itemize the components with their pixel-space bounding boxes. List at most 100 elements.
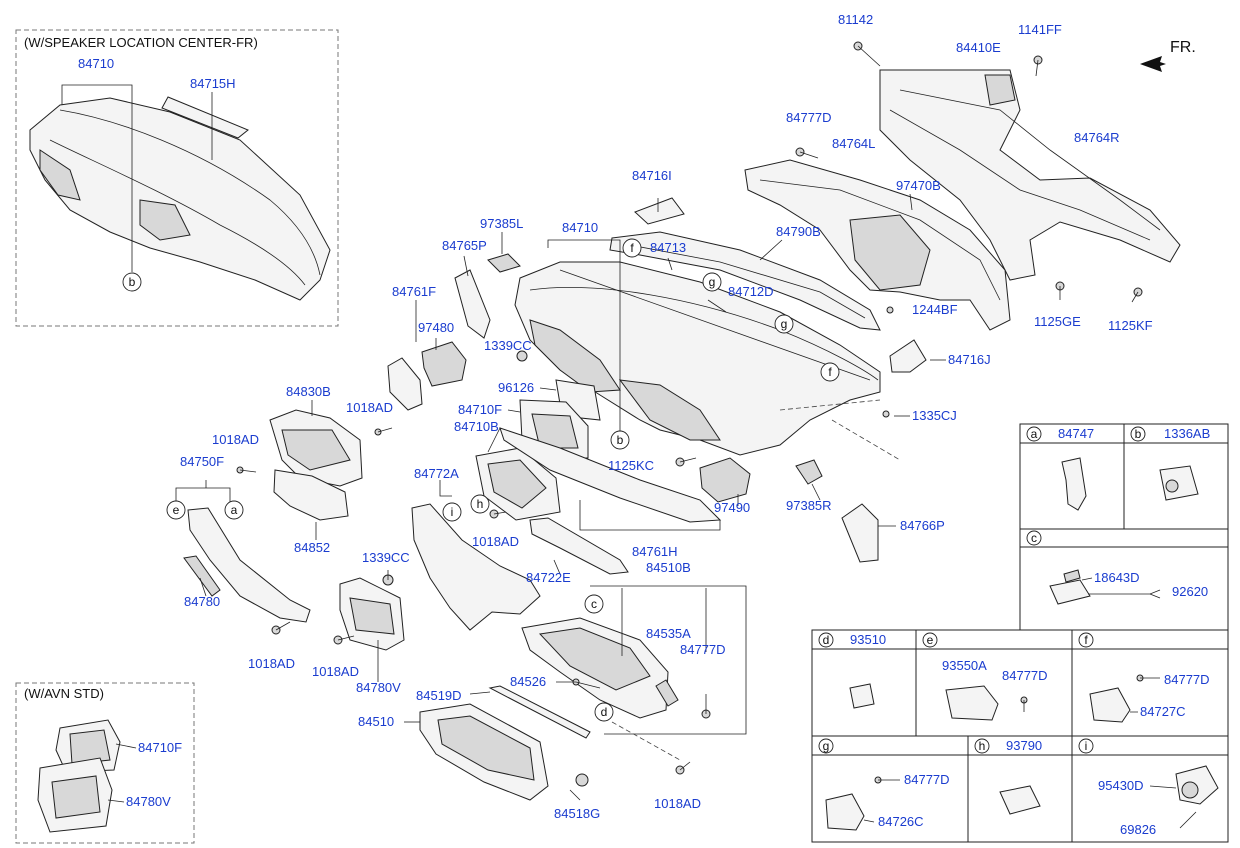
label-84510: 84510 bbox=[358, 714, 394, 729]
label-1018AD-d: 1018AD bbox=[248, 656, 295, 671]
callout-i-1: i bbox=[451, 505, 454, 519]
crash-pad-speaker bbox=[29, 97, 331, 301]
label-84716I: 84716I bbox=[632, 168, 672, 183]
label-84713: 84713 bbox=[650, 240, 686, 255]
label-84510B: 84510B bbox=[646, 560, 691, 575]
label-96126: 96126 bbox=[498, 380, 534, 395]
label-1335CJ: 1335CJ bbox=[912, 408, 957, 423]
side-grille-97385l bbox=[487, 253, 521, 273]
label-84764L: 84764L bbox=[832, 136, 875, 151]
legend-i-part-b: 69826 bbox=[1120, 822, 1156, 837]
label-84780V-avn: 84780V bbox=[126, 794, 171, 809]
label-84852: 84852 bbox=[294, 540, 330, 555]
label-84710F-avn: 84710F bbox=[138, 740, 182, 755]
left-side-parts bbox=[183, 253, 541, 651]
label-84780V: 84780V bbox=[356, 680, 401, 695]
label-84830B: 84830B bbox=[286, 384, 331, 399]
label-84780: 84780 bbox=[184, 594, 220, 609]
legend-letter-f: f bbox=[1084, 633, 1088, 647]
front-label: FR. bbox=[1170, 39, 1196, 56]
grille-97385r bbox=[795, 459, 823, 485]
callout-e-1: e bbox=[173, 503, 180, 517]
legend-d-part: 93510 bbox=[850, 632, 886, 647]
legend-f-part-a: 84777D bbox=[1164, 672, 1210, 687]
label-81142: 81142 bbox=[838, 12, 873, 27]
leader-lines bbox=[175, 193, 946, 801]
heater-duct bbox=[744, 159, 1011, 331]
switch-93510-icon bbox=[849, 683, 875, 709]
legend-letter-h: h bbox=[979, 739, 986, 753]
clip-84747-icon bbox=[1061, 457, 1087, 511]
label-1018AD-c: 1018AD bbox=[472, 534, 519, 549]
center-stack bbox=[475, 379, 879, 575]
speaker-center-title: (W/SPEAKER LOCATION CENTER-FR) bbox=[24, 35, 258, 50]
trim-84780 bbox=[183, 555, 221, 597]
part-labels: 81142 84410E 1141FF 84777D 84764L 84764R… bbox=[180, 12, 1153, 821]
label-84715H: 84715H bbox=[190, 76, 236, 91]
front-direction: FR. bbox=[1140, 39, 1196, 72]
avn-std-title: (W/AVN STD) bbox=[24, 686, 104, 701]
garnish-84761h bbox=[499, 427, 722, 523]
label-84766P: 84766P bbox=[900, 518, 945, 533]
legend-c-part-b: 92620 bbox=[1172, 584, 1208, 599]
callout-g-1: g bbox=[709, 275, 716, 289]
callout-a-1: a bbox=[231, 503, 238, 517]
callout-h-1: h bbox=[477, 497, 484, 511]
speaker-grille bbox=[161, 96, 249, 139]
label-84761F: 84761F bbox=[392, 284, 436, 299]
callout-g-2: g bbox=[781, 317, 788, 331]
label-84710B: 84710B bbox=[454, 419, 499, 434]
label-97470B: 97470B bbox=[896, 178, 941, 193]
legend-a-part: 84747 bbox=[1058, 426, 1094, 441]
legend-e-part-b: 84777D bbox=[1002, 668, 1048, 683]
label-84716J: 84716J bbox=[948, 352, 991, 367]
label-1339CC-b: 1339CC bbox=[362, 550, 410, 565]
legend-g-part-b: 84726C bbox=[878, 814, 924, 829]
label-84712D: 84712D bbox=[728, 284, 774, 299]
bracket-84727c-icon bbox=[1089, 687, 1131, 723]
legend-g-part-a: 84777D bbox=[904, 772, 950, 787]
legend-letter-d: d bbox=[823, 633, 830, 647]
label-97385L: 97385L bbox=[480, 216, 523, 231]
lower-cover-84852 bbox=[273, 469, 349, 521]
panel-84716i bbox=[634, 197, 685, 225]
label-1018AD-f: 1018AD bbox=[654, 796, 701, 811]
legend-e-part-a: 93550A bbox=[942, 658, 987, 673]
label-84518G: 84518G bbox=[554, 806, 600, 821]
label-84765P: 84765P bbox=[442, 238, 487, 253]
clip-1336ab-icon bbox=[1159, 465, 1199, 501]
legend-letter-g: g bbox=[823, 739, 830, 753]
lamp-92620-icon bbox=[1049, 579, 1091, 605]
fasteners bbox=[236, 41, 1143, 787]
damper-84535a bbox=[655, 679, 679, 707]
clock-95430d-icon bbox=[1175, 765, 1219, 805]
label-84710-main: 84710 bbox=[562, 220, 598, 235]
label-1018AD-b: 1018AD bbox=[212, 432, 259, 447]
legend-letter-c: c bbox=[1031, 531, 1037, 545]
legend-letter-i: i bbox=[1085, 739, 1088, 753]
bracket-84726c-icon bbox=[825, 793, 865, 831]
label-1125KC: 1125KC bbox=[608, 458, 654, 473]
label-97385R: 97385R bbox=[786, 498, 832, 513]
label-1141FF: 1141FF bbox=[1018, 22, 1062, 37]
label-1018AD-e: 1018AD bbox=[312, 664, 359, 679]
label-84519D: 84519D bbox=[416, 688, 462, 703]
legend-table: a 84747 b 1336AB c 18643D 92620 d 93510 … bbox=[811, 423, 1229, 843]
label-84535A: 84535A bbox=[646, 626, 691, 641]
label-84750F: 84750F bbox=[180, 454, 224, 469]
glove-box-group bbox=[419, 617, 679, 801]
panel-84766p bbox=[841, 503, 879, 563]
label-1125GE: 1125GE bbox=[1034, 314, 1081, 329]
label-1339CC-a: 1339CC bbox=[484, 338, 532, 353]
front-arrow-icon bbox=[1140, 56, 1166, 72]
label-84764R: 84764R bbox=[1074, 130, 1120, 145]
strip-84519d bbox=[488, 685, 591, 739]
legend-letter-b: b bbox=[1135, 427, 1142, 441]
label-97490: 97490 bbox=[714, 500, 750, 515]
label-1244BF: 1244BF bbox=[912, 302, 958, 317]
label-84772A: 84772A bbox=[414, 466, 459, 481]
label-84790B: 84790B bbox=[776, 224, 821, 239]
bracket-84722e bbox=[529, 517, 629, 575]
callout-d-1: d bbox=[601, 705, 608, 719]
